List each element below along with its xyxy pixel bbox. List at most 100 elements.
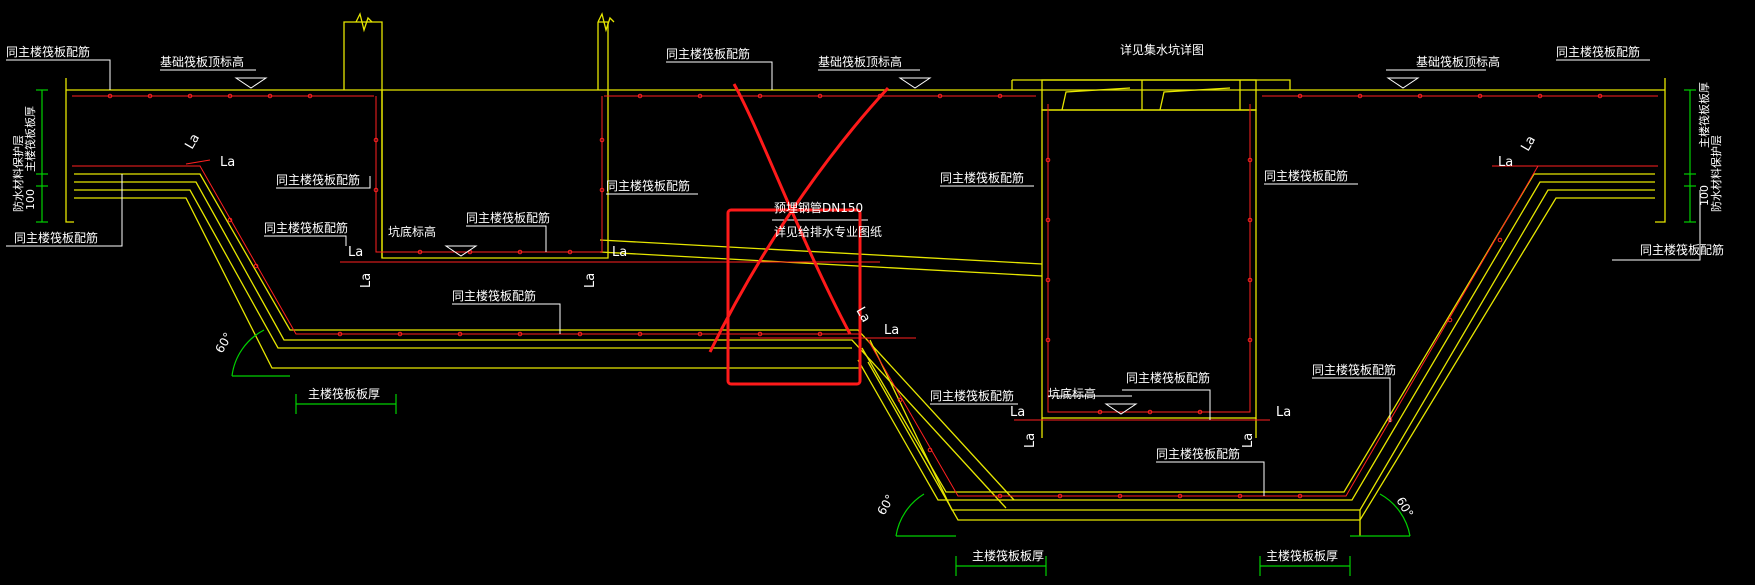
- rebar-dot: [1247, 157, 1253, 163]
- leader-l7: [452, 303, 561, 334]
- deep-pit-outer-a: [857, 181, 1655, 501]
- rebar-dot: [1057, 493, 1063, 499]
- sump-cover-curve-1: [1061, 87, 1131, 111]
- red-markup: [708, 83, 890, 386]
- rebar-dot: [637, 331, 643, 337]
- deep-pit-outer-d: [867, 197, 1655, 521]
- label-same-reinf-2: 同主楼筏板配筋: [276, 172, 360, 187]
- rebar-dot: [599, 137, 605, 143]
- rebar-dot: [817, 93, 823, 99]
- label-pit-bottom-2: 坑底标高: [1048, 386, 1096, 401]
- rebar-dot: [1297, 493, 1303, 499]
- rebar-dot: [1045, 217, 1051, 223]
- la-label: La: [884, 323, 899, 338]
- label-same-reinf-3: 同主楼筏板配筋: [14, 230, 98, 245]
- rebar-dot: [1177, 493, 1183, 499]
- rebar-dot: [599, 187, 605, 193]
- slope-outer-b: [74, 181, 1007, 509]
- la-label: La: [853, 305, 874, 326]
- rebar-dot: [107, 93, 113, 99]
- label-pipe-note-1: 预埋钢管DN150: [774, 200, 863, 215]
- label-same-reinf-6: 同主楼筏板配筋: [452, 288, 536, 303]
- left-slab-edge: [65, 78, 74, 223]
- rebar-dot: [517, 331, 523, 337]
- elevation-marker-4: [1386, 77, 1420, 89]
- rebar-dot: [227, 93, 233, 99]
- leader-lines: [6, 59, 1701, 496]
- la-label: La: [1241, 433, 1256, 448]
- pipe-line-bottom: [599, 251, 1043, 277]
- rebar-dot: [1045, 277, 1051, 283]
- rebar-dot: [697, 331, 703, 337]
- rebar-dot: [337, 331, 343, 337]
- la-label: La: [1023, 433, 1038, 448]
- rebar-dot: [1497, 237, 1503, 243]
- rebar-dot: [697, 93, 703, 99]
- rebar-pit-1: [375, 96, 603, 253]
- pipe-line-top: [599, 239, 1043, 265]
- leader-l16: [1312, 377, 1391, 422]
- rebar-dots: [107, 93, 1603, 499]
- elevation-marker-2: [444, 245, 478, 257]
- leader-l17: [1122, 389, 1211, 420]
- label-found-top-1: 基础筏板顶标高: [160, 54, 244, 69]
- rebar-dot: [373, 187, 379, 193]
- rebar-dot: [567, 249, 573, 255]
- break-symbol-2: [597, 12, 615, 33]
- leader-l18: [1156, 461, 1265, 496]
- angle-arc-1: [231, 329, 265, 377]
- sump-top: [1012, 79, 1291, 90]
- elevation-marker-3: [898, 77, 932, 89]
- dim-100-left: 100: [24, 189, 37, 210]
- la-label: La: [1010, 405, 1025, 420]
- label-same-reinf-12: 同主楼筏板配筋: [1640, 242, 1724, 257]
- label-found-top-3: 基础筏板顶标高: [1416, 54, 1500, 69]
- label-same-reinf-14: 同主楼筏板配筋: [1126, 370, 1210, 385]
- side-label-waterproof-left: 防水材料保护层: [11, 135, 25, 212]
- rebar-dot: [1197, 409, 1203, 415]
- rebar-dot: [517, 249, 523, 255]
- rebar-dot: [997, 93, 1003, 99]
- rebar-dot: [1045, 337, 1051, 343]
- leader-l6: [466, 225, 547, 252]
- dim-100-right: 100: [1698, 185, 1711, 206]
- markup-x-stroke-1: [732, 83, 852, 335]
- rebar-dot: [637, 93, 643, 99]
- dimension-lines: [36, 89, 1696, 576]
- leader-l5: [264, 235, 347, 246]
- label-sump-detail: 详见集水坑详图: [1120, 42, 1204, 57]
- la-label: La: [220, 155, 235, 170]
- side-label-waterproof-right: 防水材料保护层: [1709, 135, 1723, 212]
- rebar-dot: [1417, 93, 1423, 99]
- rebar-deep-pit: [867, 165, 1658, 497]
- rebar-dot: [267, 93, 273, 99]
- rebar-dot: [937, 93, 943, 99]
- rebar-dot: [1477, 93, 1483, 99]
- rebar-dot: [253, 263, 259, 269]
- rebar-dot: [1247, 217, 1253, 223]
- rebar-dot: [757, 93, 763, 99]
- rebar-dot: [1537, 93, 1543, 99]
- label-main-thick-2: 主楼筏板板厚: [972, 548, 1044, 563]
- label-same-reinf-7: 同主楼筏板配筋: [606, 178, 690, 193]
- elevation-marker-1: [234, 77, 268, 89]
- la-label: La: [1276, 405, 1291, 420]
- label-same-reinf-4: 同主楼筏板配筋: [264, 220, 348, 235]
- break-symbol-1: [355, 12, 373, 33]
- rebar-lines: [72, 95, 1658, 497]
- markup-x-stroke-2: [708, 86, 890, 353]
- label-same-reinf-5: 同主楼筏板配筋: [466, 210, 550, 225]
- label-pit-bottom-1: 坑底标高: [388, 224, 436, 239]
- rebar-dot: [187, 93, 193, 99]
- label-same-reinf-13: 同主楼筏板配筋: [1312, 362, 1396, 377]
- sump-cover: [1041, 79, 1257, 111]
- label-main-thick-3: 主楼筏板板厚: [1266, 548, 1338, 563]
- angle-arc-3: [1379, 493, 1411, 537]
- angle-label-1: 60°: [212, 330, 235, 355]
- side-label-main-thick-left: 主楼筏板板厚: [23, 106, 37, 172]
- rebar-dot: [227, 217, 233, 223]
- text-labels: 同主楼筏板配筋 基础筏板顶标高 同主楼筏板配筋 同主楼筏板配筋 同主楼筏板配筋 …: [6, 42, 1724, 563]
- la-label: La: [612, 245, 627, 260]
- la-label: La: [1498, 155, 1513, 170]
- rebar-dot: [757, 331, 763, 337]
